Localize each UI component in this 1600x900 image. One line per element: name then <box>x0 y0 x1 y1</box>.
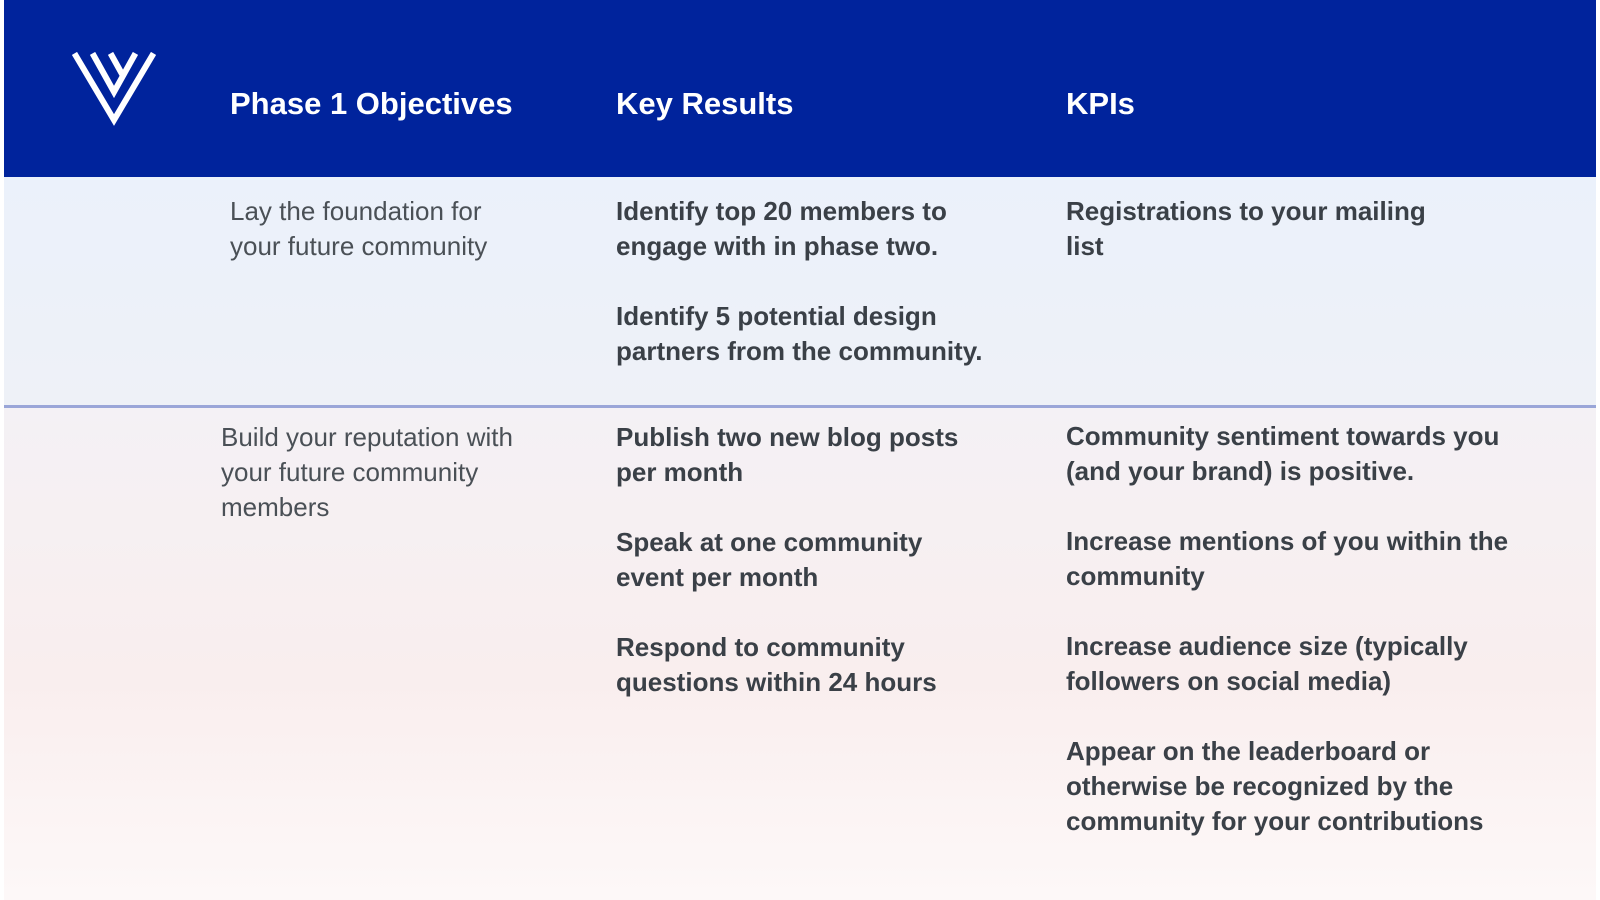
key-results-list: Publish two new blog posts per month Spe… <box>616 420 996 700</box>
list-item: Registrations to your mailing list <box>1066 196 1426 261</box>
row-divider <box>4 405 1596 408</box>
list-item: Increase audience size (typically follow… <box>1066 631 1468 696</box>
list-item: Increase mentions of you within the comm… <box>1066 526 1509 591</box>
okr-slide: Phase 1 Objectives Key Results KPIs Lay … <box>4 0 1596 900</box>
list-item: Community sentiment towards you (and you… <box>1066 421 1500 486</box>
list-item: Speak at one community event per month <box>616 527 923 592</box>
table-row: Lay the foundation for your future commu… <box>4 177 1596 405</box>
list-item: Publish two new blog posts per month <box>616 422 959 487</box>
brand-logo-icon <box>72 52 156 126</box>
kpis-list: Registrations to your mailing list <box>1066 194 1446 264</box>
header-objectives: Phase 1 Objectives <box>230 86 513 121</box>
table-header: Phase 1 Objectives Key Results KPIs <box>4 0 1596 177</box>
table-row: Build your reputation with your future c… <box>4 408 1596 900</box>
key-results-list: Identify top 20 members to engage with i… <box>616 194 1016 369</box>
objective-text: Lay the foundation for your future commu… <box>230 196 488 261</box>
list-item: Identify top 20 members to engage with i… <box>616 196 947 261</box>
objective-text: Build your reputation with your future c… <box>221 422 513 522</box>
list-item: Appear on the leaderboard or otherwise b… <box>1066 736 1484 836</box>
header-kpis: KPIs <box>1066 86 1135 121</box>
list-item: Respond to community questions within 24… <box>616 632 937 697</box>
kpis-list: Community sentiment towards you (and you… <box>1066 419 1536 839</box>
header-key-results: Key Results <box>616 86 794 121</box>
list-item: Identify 5 potential design partners fro… <box>616 301 983 366</box>
